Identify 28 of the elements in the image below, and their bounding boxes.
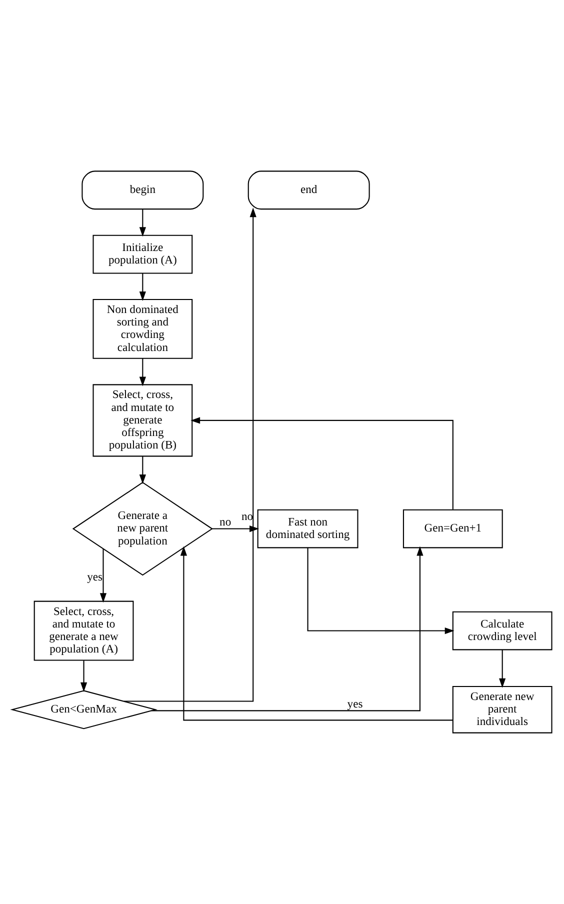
arrow (100, 548, 107, 603)
node-box: Fast non dominated sorting (257, 509, 358, 548)
edge-label: no (242, 510, 254, 524)
node-box: Initialize population (A) (92, 234, 193, 274)
arrow (139, 209, 146, 237)
node-box: Generate new parent individuals (452, 686, 552, 734)
arrow (151, 546, 424, 712)
arrow (212, 525, 259, 532)
arrow (124, 208, 256, 702)
arrow (139, 358, 146, 386)
node-diamond: Generate a new parent population (72, 482, 214, 576)
edge-label: yes (347, 697, 363, 710)
node-box: Select, cross, and mutate to generate offspring population (B) (92, 384, 193, 457)
node-box: Gen=Gen+1 (402, 509, 503, 548)
arrow (139, 274, 146, 301)
node-diamond: Gen<GenMax (10, 690, 158, 730)
arrow (307, 548, 454, 634)
arrow (499, 650, 506, 688)
arrow (180, 546, 453, 721)
node-box: begin (82, 170, 204, 210)
node-box: Calculate crowding level (452, 611, 552, 650)
arrow (190, 417, 454, 510)
edge-label: no (220, 515, 232, 528)
arrow (139, 456, 146, 484)
node-box: Non dominated sorting and crowding calculation (92, 298, 193, 359)
node-box: Select, cross, and mutate to generate a new population (A) (34, 600, 134, 661)
node-box: end (248, 170, 370, 210)
arrow (80, 660, 88, 692)
